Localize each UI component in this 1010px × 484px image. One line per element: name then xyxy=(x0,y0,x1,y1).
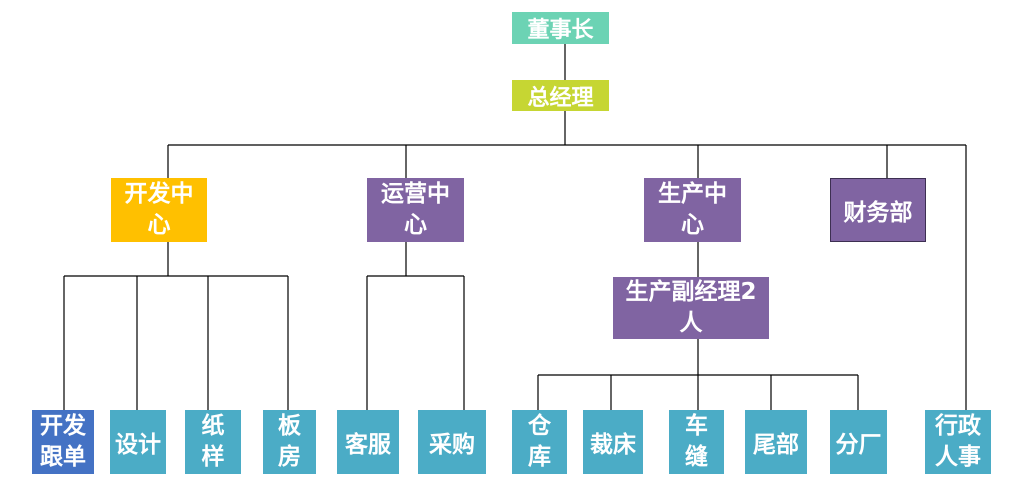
node-finance: 财务部 xyxy=(830,178,926,242)
node-general-manager: 总经理 xyxy=(512,80,609,111)
node-pattern-room: 板 房 xyxy=(263,410,316,474)
node-prod-deputy: 生产副经理2 人 xyxy=(613,277,769,339)
node-branch-factory: 分厂 xyxy=(830,410,887,474)
node-sewing: 车 缝 xyxy=(669,410,724,474)
node-admin-hr: 行政 人事 xyxy=(925,410,991,474)
node-design: 设计 xyxy=(110,410,166,474)
node-purchasing: 采购 xyxy=(418,410,486,474)
connector-group xyxy=(63,44,967,410)
node-chairman: 董事长 xyxy=(512,12,609,44)
node-paper-sample: 纸 样 xyxy=(185,410,241,474)
node-ops-center: 运营中 心 xyxy=(367,178,464,242)
node-prod-center: 生产中 心 xyxy=(644,178,741,242)
node-cutting: 裁床 xyxy=(583,410,643,474)
node-dev-follow: 开发 跟单 xyxy=(32,410,94,474)
node-dev-center: 开发中 心 xyxy=(111,178,207,242)
node-customer-service: 客服 xyxy=(337,410,399,474)
node-warehouse: 仓 库 xyxy=(512,410,567,474)
node-finishing: 尾部 xyxy=(745,410,807,474)
